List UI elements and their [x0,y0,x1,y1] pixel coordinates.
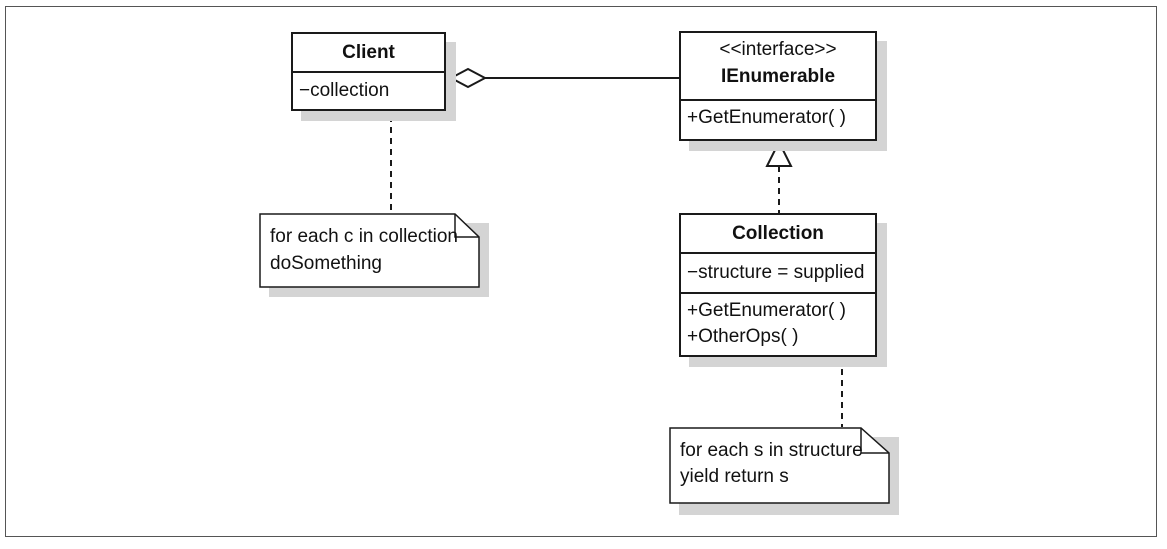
collection-operations: +GetEnumerator( ) +OtherOps( ) [681,292,875,355]
client-note: for each c in collection doSomething [259,213,489,297]
collection-attribute: −structure = supplied [687,262,865,283]
diagram-frame [5,6,1157,537]
collection-note-shape [669,427,899,515]
client-class-name: Client [342,42,395,63]
client-class: Client −collection [291,32,446,111]
collection-operation: +GetEnumerator( ) [687,300,846,321]
aggregation-diamond [448,67,488,89]
interface-stereotype: <<interface>> [719,39,837,60]
client-note-shape [259,213,489,297]
collection-note-line: for each s in structure [680,440,863,461]
client-note-line: for each c in collection [270,226,458,247]
collection-note: for each s in structure yield return s [669,427,899,515]
client-attribute: −collection [299,80,390,101]
client-attributes: −collection [293,71,444,109]
client-note-line: doSomething [270,253,382,274]
interface-operations: +GetEnumerator( ) [681,99,875,139]
collection-note-line: yield return s [680,466,789,487]
interface-operation: +GetEnumerator( ) [687,107,846,128]
collection-operation: +OtherOps( ) [687,326,799,347]
collection-attributes: −structure = supplied [681,252,875,292]
realization-triangle [765,139,793,167]
interface-name: IEnumerable [720,66,836,87]
collection-class: Collection −structure = supplied +GetEnu… [679,213,877,357]
ienumerable-interface: <<interface>> IEnumerable +GetEnumerator… [679,31,877,141]
collection-class-name: Collection [732,223,824,244]
